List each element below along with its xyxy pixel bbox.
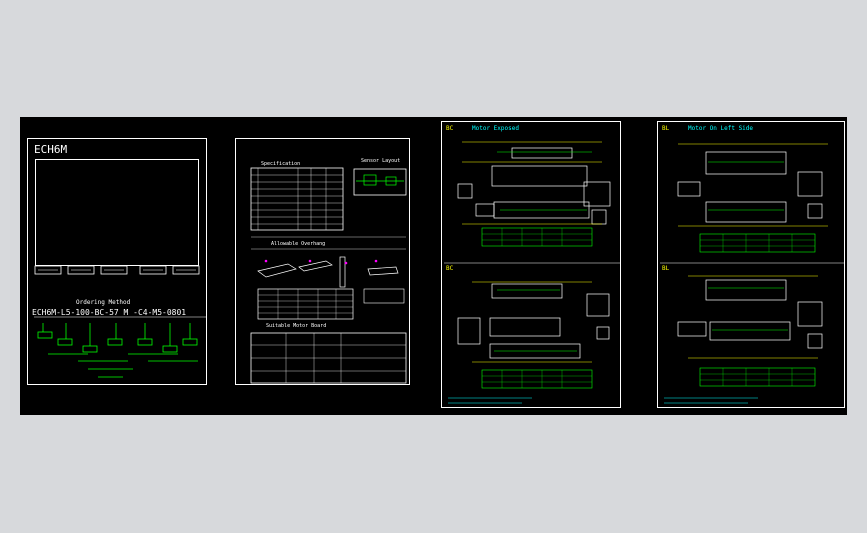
- drawing-sheet-2: Specification Sensor Layout Allowable Ov…: [235, 138, 410, 385]
- sheet1-title: ECH6M: [34, 143, 68, 156]
- sheet2-drawing: [250, 167, 407, 384]
- sheet3-top-tag: BC: [446, 125, 454, 132]
- sheet4-top-tag: BL: [662, 125, 670, 132]
- cad-model-viewport[interactable]: ECH6M: [20, 117, 847, 415]
- model-code: ECH6M-L5-100-BC-57 M -C4-M5-0801: [32, 308, 187, 317]
- product-image-frame: [35, 159, 199, 266]
- sheet4-bottom-tag: BL: [662, 265, 670, 272]
- motor-left-side-label: Motor On Left Side: [688, 125, 754, 132]
- drawing-sheet-3: BC Motor Exposed BC: [441, 121, 621, 408]
- motor-exposed-label: Motor Exposed: [472, 125, 519, 132]
- drawing-sheet-1: ECH6M: [27, 138, 207, 385]
- sheet1-drawing: [34, 265, 206, 378]
- sheet3-drawing: [444, 141, 620, 404]
- suitable-motor-label: Suitable Motor Board: [266, 323, 327, 329]
- drawing-sheet-4: BL Motor On Left Side BL: [657, 121, 845, 408]
- specification-label: Specification: [261, 161, 301, 167]
- sheet3-bottom-tag: BC: [446, 265, 454, 272]
- sensor-layout-label: Sensor Layout: [361, 158, 401, 164]
- ordering-method-label: Ordering Method: [76, 299, 131, 306]
- sheet4-drawing: [660, 143, 844, 404]
- allowable-overhang-label: Allowable Overhang: [271, 241, 326, 247]
